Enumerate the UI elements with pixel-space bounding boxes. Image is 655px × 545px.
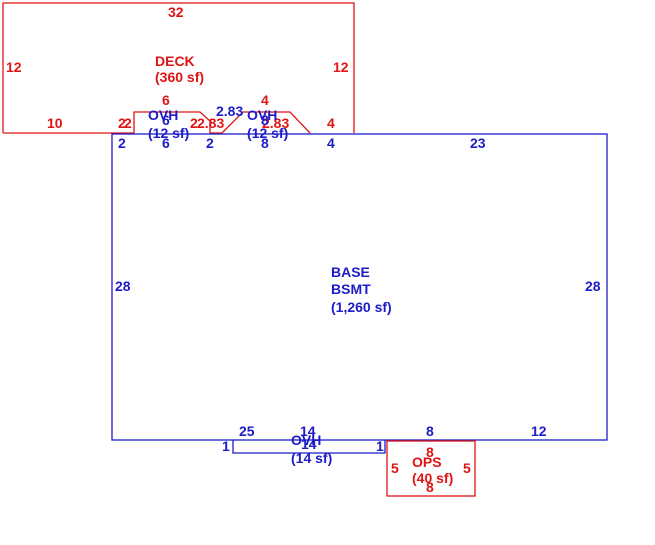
base-name-line1: BASE [331, 264, 370, 280]
deck-dim-h: 4 [327, 115, 335, 131]
ovh1-area: (12 sf) [148, 125, 189, 141]
deck-dim-left: 12 [6, 59, 22, 75]
deck-dim-top: 32 [168, 4, 184, 20]
deck-dim-right: 12 [333, 59, 349, 75]
deck-dim-c: 6 [162, 92, 170, 108]
deck-dim-bottom-left: 10 [47, 115, 63, 131]
ops-dim-bottom: 8 [426, 479, 434, 495]
deck-name: DECK [155, 53, 195, 69]
base-name-line2: BSMT [331, 281, 371, 297]
deck-dim-b: 2 [124, 115, 132, 131]
deck-area: (360 sf) [155, 69, 204, 85]
deck-dim-f: 4 [261, 92, 269, 108]
ovh3-dim14: 14 [301, 436, 317, 452]
deck-dim-e: 2.83 [197, 115, 224, 131]
ovh3-outline [232, 440, 386, 454]
ops-dim-top: 8 [426, 444, 434, 460]
base-dim-bottom-14: 14 [300, 423, 316, 439]
ovh1-outline [133, 111, 211, 133]
deck-dim-a: 2 [118, 115, 126, 131]
base-dim-top-8: 8 [261, 135, 269, 151]
ovh2-area: (12 sf) [247, 125, 288, 141]
ops-dim-right: 5 [463, 460, 471, 476]
base-dim-bottom-1b: 1 [376, 438, 384, 454]
ovh1-dim6: 6 [162, 112, 170, 128]
base-dim-top-4: 4 [327, 135, 335, 151]
base-dim-top-2: 2 [206, 135, 214, 151]
base-dim-right: 28 [585, 278, 601, 294]
ops-area: (40 sf) [412, 470, 453, 486]
base-dim-bottom-12: 12 [531, 423, 547, 439]
deck-dim-d: 2 [190, 115, 198, 131]
base-dim-top-left: 2 [118, 135, 126, 151]
base-dim-bottom-25: 25 [239, 423, 255, 439]
ovh3-area: (14 sf) [291, 450, 332, 466]
deck-outline [2, 2, 355, 133]
base-dim-bottom-8: 8 [426, 423, 434, 439]
ovh2-outline [221, 111, 311, 134]
base-outline [111, 133, 608, 441]
deck-dim-g: 2.83 [262, 115, 289, 131]
ops-name: OPS [412, 454, 442, 470]
ops-dim-left: 5 [391, 460, 399, 476]
base-area: (1,260 sf) [331, 299, 392, 315]
ovh2-name: OVH [247, 107, 277, 123]
ops-outline [386, 440, 476, 497]
base-dim-top-6: 6 [162, 135, 170, 151]
ovh1-name: OVH [148, 107, 178, 123]
ovh2-dim8: 8 [261, 112, 269, 128]
ovh2-dim283: 2.83 [216, 103, 243, 119]
base-dim-bottom-1a: 1 [222, 438, 230, 454]
base-dim-top-right: 23 [470, 135, 486, 151]
base-dim-left: 28 [115, 278, 131, 294]
ovh3-name: OVH [291, 432, 321, 448]
